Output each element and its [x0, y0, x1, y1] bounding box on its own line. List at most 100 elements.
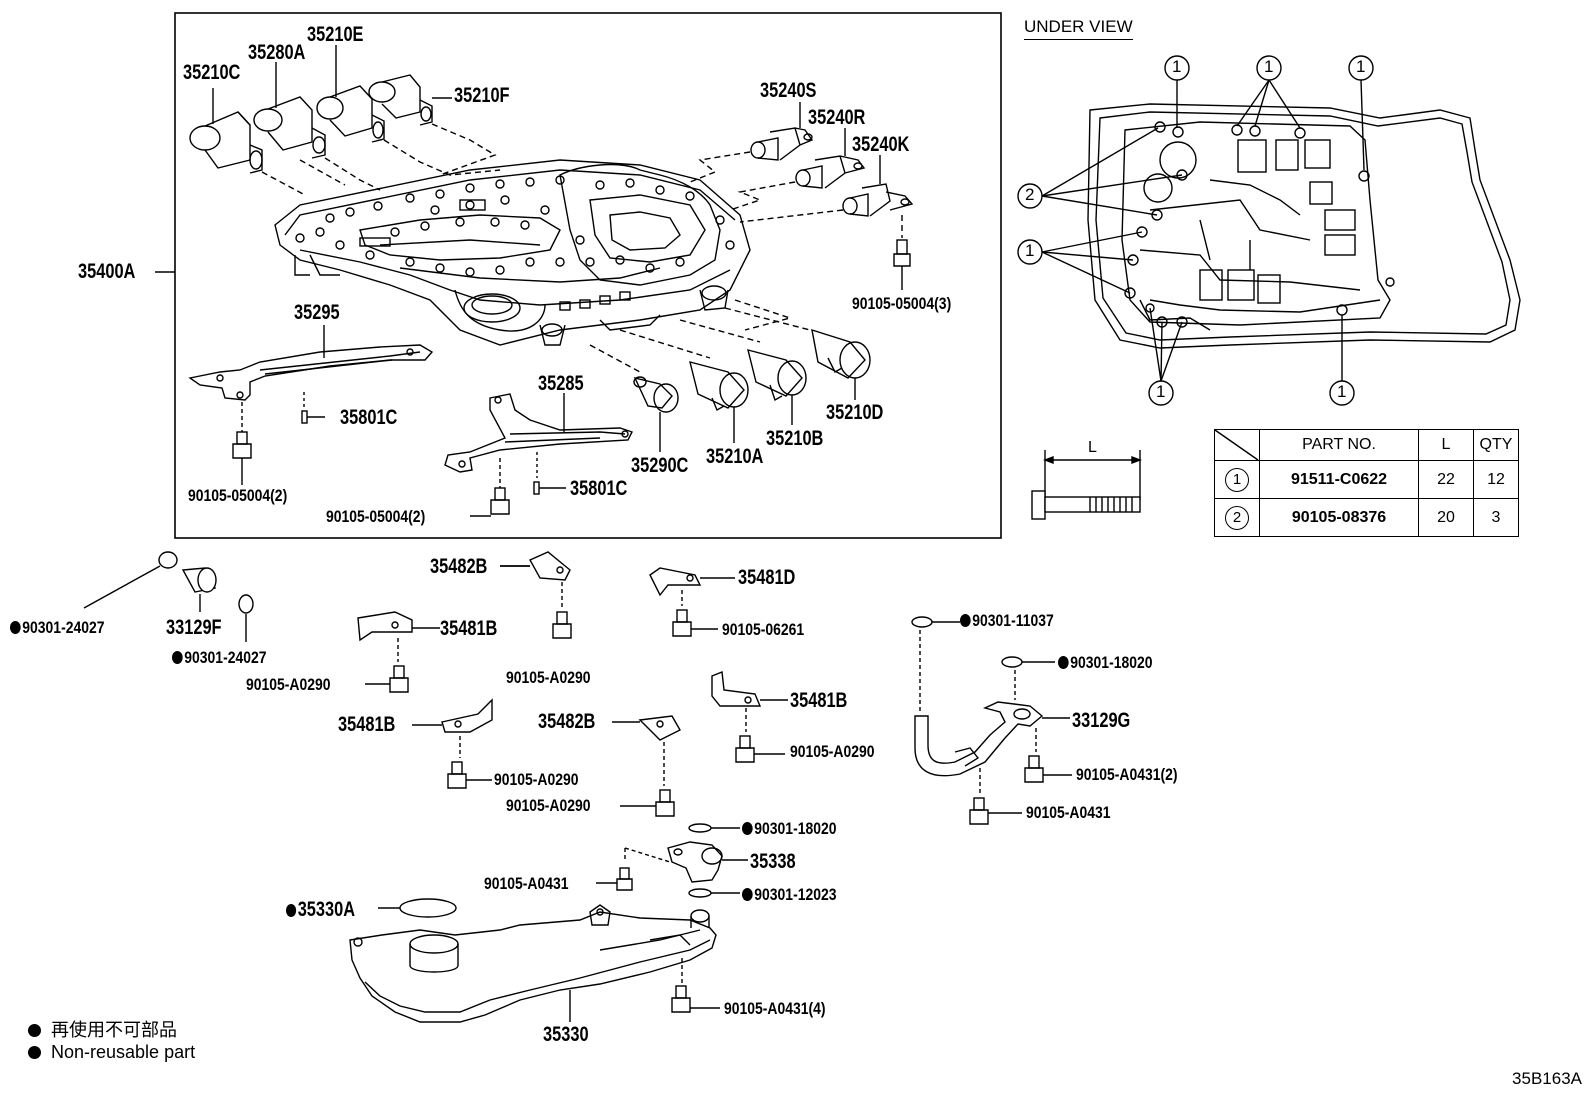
install-lines-top [261, 123, 501, 196]
label-90105-A0290-b: 90105-A0290 [506, 668, 591, 687]
label-90105-A0431-a: 90105-A0431 [1026, 803, 1111, 822]
legend-en-text: Non-reusable part [51, 1042, 196, 1062]
label-33129F: 33129F [166, 616, 222, 639]
legend-jp-text: 再使用不可部品 [51, 1020, 177, 1040]
bolt-drawing-c [470, 458, 510, 517]
label-35240S: 35240S [760, 79, 817, 102]
non-reusable-dot [960, 614, 971, 627]
label-90105-A0290-a: 90105-A0290 [246, 675, 331, 694]
table-ref-cell: 2 [1214, 498, 1260, 537]
solenoid-35210E-drawing [316, 45, 385, 143]
bracket-35481B-b-drawing [412, 698, 493, 758]
dimension-L-label: L [1088, 439, 1097, 456]
label-90105-A0290-e: 90105-A0290 [506, 796, 591, 815]
table-part-no-cell: 90105-08376 [1259, 498, 1419, 537]
non-reusable-dot [286, 904, 297, 917]
label-90301-18020-a: 90301-18020 [1058, 654, 1152, 671]
label-35280A: 35280A [248, 41, 306, 64]
non-reusable-dot [742, 888, 753, 901]
label-35338: 35338 [750, 850, 796, 873]
label-35482B-a: 35482B [430, 555, 488, 578]
label-35210F: 35210F [454, 84, 510, 107]
label-90105-05004-2-b: 90105-05004(2) [326, 507, 426, 526]
solenoid-35210F-drawing [368, 74, 452, 126]
table-header-qty: QTY [1473, 429, 1519, 461]
label-90105-06261: 90105-06261 [722, 620, 805, 639]
label-90105-A0431-2: 90105-A0431(2) [1076, 765, 1178, 784]
label-35295: 35295 [294, 301, 340, 324]
install-lines-bottom [589, 299, 811, 373]
solenoid-35240K-drawing [842, 155, 914, 217]
callout-circle: 1 [1225, 467, 1249, 492]
install-lines-right [689, 151, 903, 238]
table-qty-cell: 3 [1473, 498, 1519, 537]
table-l-cell: 20 [1418, 498, 1474, 537]
table-row: 2 90105-08376 20 3 [1214, 498, 1519, 537]
solenoid-35210C-drawing [189, 88, 263, 174]
label-35330: 35330 [543, 1023, 589, 1046]
pin-35801C-b-drawing [533, 452, 566, 495]
bolt-length-diagram [1031, 450, 1142, 520]
bracket-35481B-c-drawing [711, 671, 788, 732]
callout-2-left: 2 [1025, 185, 1035, 204]
bracket-35481B-a-drawing [357, 611, 440, 662]
solenoid-35210B-drawing [747, 349, 807, 425]
table-header-part-no: PART NO. [1259, 429, 1419, 461]
label-35240K: 35240K [852, 133, 910, 156]
bolt-drawing-b [232, 402, 252, 485]
table-corner-cell [1214, 429, 1260, 461]
bracket-35481D-drawing [649, 567, 735, 606]
solenoid-35240R-drawing [795, 128, 866, 189]
diagram-code: 35B163A [1512, 1069, 1582, 1088]
bolt-spec-table: PART NO. L QTY 1 91511-C0622 22 12 2 901… [1214, 429, 1519, 537]
pin-35801C-a-drawing [301, 392, 325, 424]
callout-circle: 2 [1225, 505, 1249, 530]
valve-body-drawing [274, 159, 751, 346]
legend-en: Non-reusable part [28, 1042, 195, 1063]
table-qty-cell: 12 [1473, 460, 1519, 499]
label-90105-A0431-b: 90105-A0431 [484, 874, 569, 893]
callout-1-left: 1 [1025, 241, 1035, 260]
label-35482B-b: 35482B [538, 710, 596, 733]
solenoid-35210A-drawing [689, 361, 749, 443]
non-reusable-dot [172, 651, 183, 664]
solenoid-35210D-drawing [811, 328, 871, 400]
solenoid-35240S-drawing [750, 102, 814, 161]
under-view-drawing [1087, 103, 1521, 349]
label-35801C-a: 35801C [340, 406, 398, 429]
part-35338-drawing [624, 823, 748, 898]
label-90301-18020-b: 90301-18020 [742, 820, 836, 837]
label-35210E: 35210E [307, 23, 364, 46]
label-35801C-b: 35801C [570, 477, 628, 500]
label-35210B: 35210B [766, 427, 824, 450]
label-90301-24027-b: 90301-24027 [172, 649, 266, 666]
under-view-callouts [1017, 55, 1374, 406]
table-row: 1 91511-C0622 22 12 [1214, 460, 1519, 499]
label-35481B-a: 35481B [440, 617, 498, 640]
label-35210C: 35210C [183, 61, 241, 84]
label-35400A: 35400A [78, 260, 136, 283]
pipe-33129G-drawing [911, 616, 1070, 794]
non-reusable-dot [28, 1024, 41, 1037]
label-90105-05004-3: 90105-05004(3) [852, 294, 952, 313]
label-35240R: 35240R [808, 106, 866, 129]
non-reusable-dot [28, 1046, 41, 1059]
table-part-no-cell: 91511-C0622 [1259, 460, 1419, 499]
label-35481D: 35481D [738, 566, 796, 589]
table-header-l: L [1418, 429, 1474, 461]
small-bolts [365, 609, 1072, 1013]
solenoid-35280A-drawing [253, 62, 326, 159]
bracket-35482B-b-drawing [612, 715, 681, 786]
callout-1-top-right: 1 [1356, 57, 1366, 76]
label-90105-05004-2-a: 90105-05004(2) [188, 486, 288, 505]
label-35330A: 35330A [286, 899, 355, 920]
callout-1-top-mid: 1 [1264, 57, 1274, 76]
solenoid-35290C-drawing [633, 376, 679, 452]
non-reusable-dot [742, 822, 753, 835]
label-90301-12023: 90301-12023 [742, 886, 836, 903]
callout-1-bottom-right: 1 [1337, 382, 1347, 401]
table-ref-cell: 1 [1214, 460, 1260, 499]
table-l-cell: 22 [1418, 460, 1474, 499]
bracket-35482B-a-drawing [500, 551, 571, 608]
